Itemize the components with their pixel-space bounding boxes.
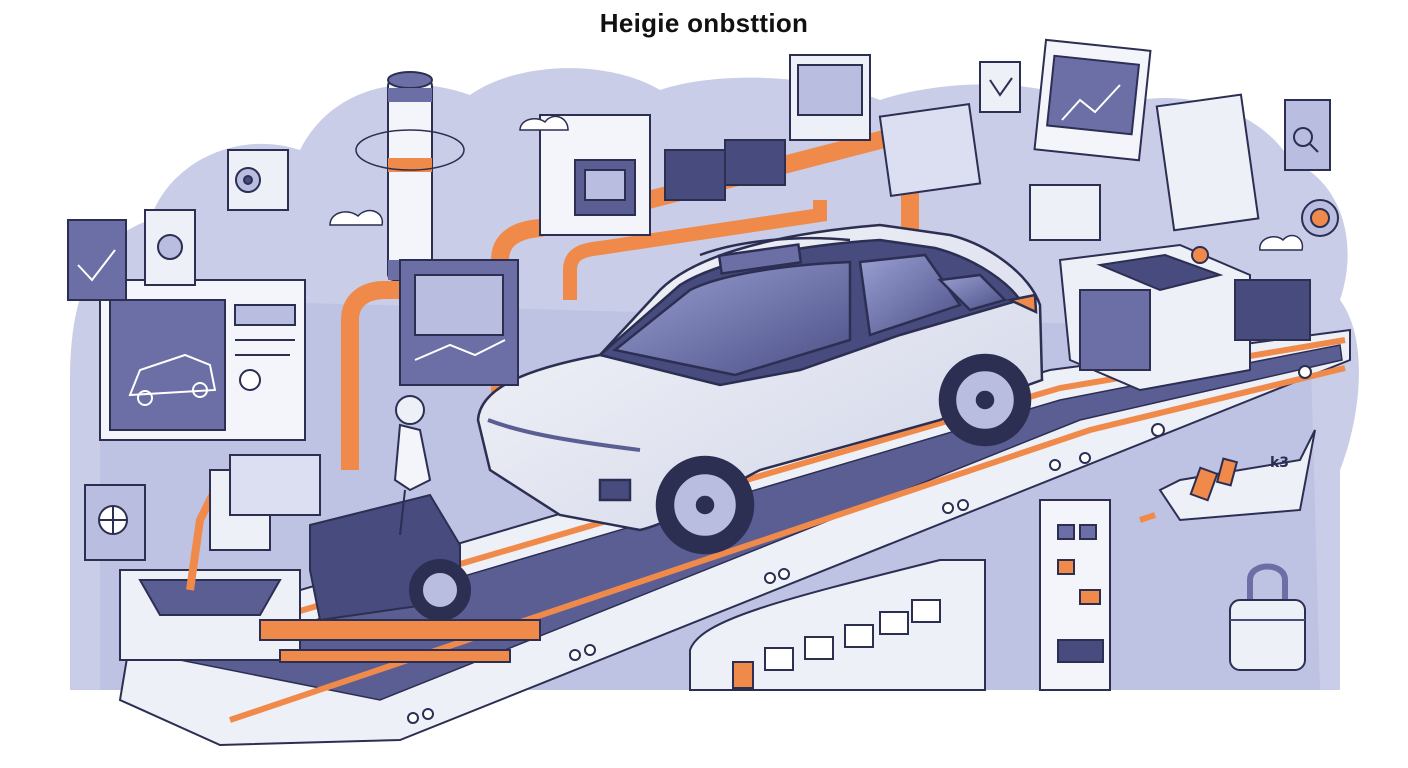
car-icon — [128, 353, 217, 406]
bottom-control-rail — [689, 559, 986, 691]
worker-figure — [393, 395, 432, 536]
magnifier-icon — [1293, 127, 1319, 153]
monitor-center-left — [399, 259, 519, 386]
dashboard-panel-right — [878, 38, 1331, 241]
wrench-icon — [1139, 429, 1316, 523]
corner-label: k3 — [1270, 455, 1289, 471]
cloud-icon — [329, 115, 1304, 251]
dollar-gear-icon — [1301, 199, 1339, 237]
gear-icon — [227, 149, 289, 211]
heart-icon — [979, 61, 1021, 113]
overhead-machine — [539, 54, 871, 236]
control-column — [1039, 499, 1111, 691]
globe-icon — [84, 484, 146, 561]
monitor-icon — [144, 209, 196, 286]
chart-icon — [67, 219, 127, 301]
dashboard-panel-left — [99, 279, 306, 441]
page-title: Heigie onbsttion — [599, 8, 809, 38]
electric-suv — [476, 223, 1044, 555]
lock-icon — [1229, 563, 1306, 671]
right-assembly-station — [1058, 243, 1311, 392]
robot-arm-icon — [119, 454, 321, 661]
battery-icon — [259, 493, 541, 663]
